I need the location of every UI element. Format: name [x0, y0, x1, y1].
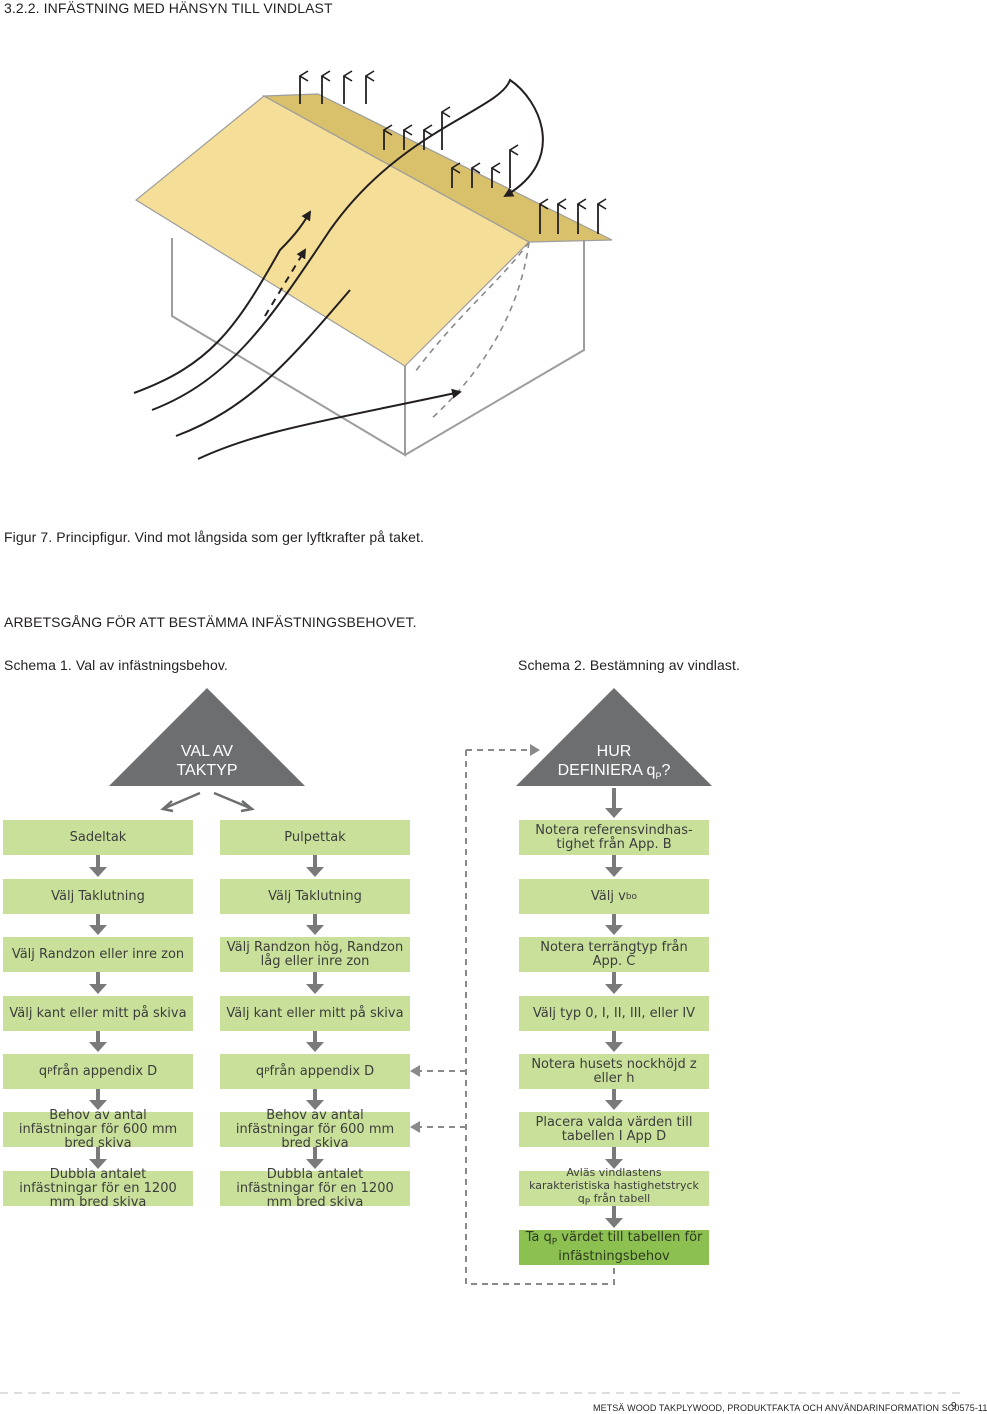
- down-arrow-head: [605, 984, 623, 994]
- down-arrow-head: [605, 1218, 623, 1228]
- sadeltak-box: Sadeltak: [3, 820, 193, 855]
- page-number: 9: [951, 1401, 957, 1412]
- down-arrow-head: [605, 867, 623, 877]
- figure-caption: Figur 7. Principfigur. Vind mot långsida…: [4, 529, 424, 545]
- down-arrow-head: [89, 1159, 107, 1169]
- down-arrow-shaft: [612, 1147, 616, 1161]
- flowchart-graphics: [0, 688, 960, 1394]
- down-arrow-shaft: [96, 1031, 100, 1044]
- schema2-typ-box: Välj typ 0, I, II, III, eller IV: [519, 996, 709, 1031]
- down-arrow-shaft: [612, 1206, 616, 1220]
- down-arrow-head: [306, 1159, 324, 1169]
- down-arrow-head: [89, 984, 107, 994]
- down-arrow-shaft: [612, 1031, 616, 1044]
- schema2-nockhojd-box: Notera husets nockhöjd z eller h: [519, 1054, 709, 1089]
- down-arrow-shaft: [612, 788, 616, 810]
- section-title: 3.2.2. INFÄSTNING MED HÄNSYN TILL VINDLA…: [4, 0, 333, 16]
- schema1-triangle: [109, 688, 305, 786]
- schema2-final-box: Ta qP värdet till tabellen för infästnin…: [519, 1230, 709, 1265]
- down-arrow-head: [306, 925, 324, 935]
- down-arrow-shaft: [96, 1089, 100, 1102]
- branch-arrows: [160, 791, 255, 813]
- pulpettak-behov-box: Behov av antal infästningar för 600 mm b…: [220, 1108, 410, 1150]
- down-arrow-shaft: [96, 1147, 100, 1161]
- sadeltak-taklutning-box: Välj Taklutning: [3, 879, 193, 914]
- down-arrow-head: [306, 984, 324, 994]
- dashed-connector-heads: [410, 744, 540, 1133]
- sadeltak-randzon-box: Välj Randzon eller inre zon: [3, 937, 193, 972]
- down-arrow-shaft: [96, 855, 100, 869]
- down-arrow-head: [306, 1042, 324, 1052]
- down-arrow-shaft: [612, 972, 616, 986]
- schema2-title: Schema 2. Bestämning av vindlast.: [518, 657, 740, 673]
- down-arrow-shaft: [313, 855, 317, 869]
- down-arrow-head: [605, 808, 623, 818]
- wind-illustration: [133, 0, 613, 460]
- down-arrow-head: [605, 1159, 623, 1169]
- down-arrow-head: [605, 1042, 623, 1052]
- down-arrows: [89, 788, 623, 1228]
- down-arrow-head: [306, 1100, 324, 1110]
- down-arrow-shaft: [612, 914, 616, 927]
- pulpettak-dubbla-box: Dubbla antalet infästningar för en 1200 …: [220, 1167, 410, 1209]
- pulpettak-randzon-box: Välj Randzon hög, Randzon låg eller inre…: [220, 937, 410, 972]
- down-arrow-shaft: [612, 1089, 616, 1102]
- down-arrow-shaft: [313, 1031, 317, 1044]
- schema2-avlas-box: Avläs vindlastens karakteristiska hastig…: [519, 1166, 709, 1209]
- down-arrow-head: [605, 925, 623, 935]
- procedure-title: ARBETSGÅNG FÖR ATT BESTÄMMA INFÄSTNINGSB…: [4, 614, 417, 630]
- hidden-edges: [414, 241, 530, 421]
- footer-text: METSÄ WOOD TAKPLYWOOD, PRODUKTFAKTA OCH …: [593, 1403, 987, 1413]
- pulpettak-taklutning-box: Välj Taklutning: [220, 879, 410, 914]
- down-arrow-shaft: [96, 914, 100, 927]
- sadeltak-dubbla-box: Dubbla antalet infästningar för en 1200 …: [3, 1167, 193, 1209]
- schema1-triangle-label: VAL AV TAKTYP: [176, 743, 238, 779]
- sadeltak-kant-box: Välj kant eller mitt på skiva: [3, 996, 193, 1031]
- down-arrow-shaft: [313, 1089, 317, 1102]
- down-arrow-head: [605, 1100, 623, 1110]
- pulpettak-box: Pulpettak: [220, 820, 410, 855]
- down-arrow-head: [89, 1100, 107, 1110]
- down-arrow-head: [89, 867, 107, 877]
- house-walls: [171, 238, 585, 457]
- down-arrow-shaft: [612, 855, 616, 869]
- schema2-placera-box: Placera valda värden till tabellen I App…: [519, 1112, 709, 1147]
- schema2-referensvind-box: Notera referensvindhas-tighet från App. …: [519, 820, 709, 855]
- pulpettak-kant-box: Välj kant eller mitt på skiva: [220, 996, 410, 1031]
- schema2-triangle: [516, 688, 712, 786]
- uplift-arrows: [300, 76, 598, 234]
- down-arrow-head: [89, 1042, 107, 1052]
- down-arrow-head: [306, 867, 324, 877]
- down-arrow-shaft: [96, 972, 100, 986]
- wind-arrows: [133, 78, 544, 460]
- down-arrow-shaft: [313, 1147, 317, 1161]
- down-arrow-head: [89, 925, 107, 935]
- down-arrow-shaft: [313, 972, 317, 986]
- schema2-triangle-label: HUR DEFINIERA qP?: [557, 743, 671, 782]
- dashed-connectors: [418, 749, 615, 1285]
- down-arrow-shaft: [313, 914, 317, 927]
- sadeltak-behov-box: Behov av antal infästningar för 600 mm b…: [3, 1108, 193, 1150]
- schema1-title: Schema 1. Val av infästningsbehov.: [4, 657, 228, 673]
- schema2-terrangtyp-box: Notera terrängtyp från App. C: [519, 937, 709, 972]
